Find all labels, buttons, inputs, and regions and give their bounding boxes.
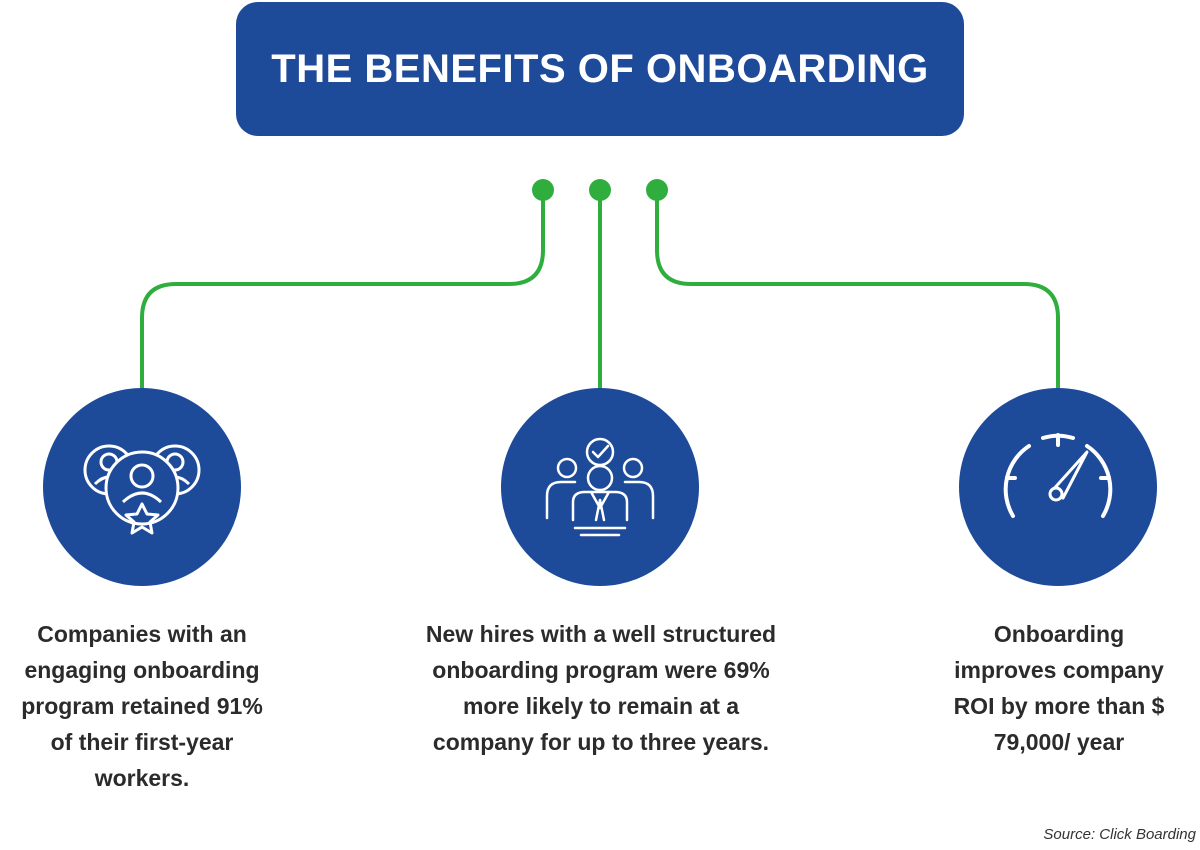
connector-dot-center — [589, 179, 611, 201]
benefit-circle-roi — [959, 388, 1157, 586]
connector-dot-right — [646, 179, 668, 201]
benefit-circle-tenure — [501, 388, 699, 586]
connector-dot-left — [532, 179, 554, 201]
team-star-icon — [83, 444, 201, 535]
connector-right — [655, 190, 1060, 390]
benefit-circle-retention — [43, 388, 241, 586]
speedometer-icon — [1003, 433, 1113, 518]
connector-left — [140, 190, 545, 390]
benefit-text-roi: Onboarding improves company ROI by more … — [953, 621, 1165, 755]
benefit-text-retention: Companies with an engaging onboarding pr… — [21, 621, 263, 791]
source-credit: Source: Click Boarding — [1043, 826, 1196, 843]
title-banner: THE BENEFITS OF ONBOARDING — [236, 2, 964, 136]
team-checkmark-icon — [545, 437, 655, 537]
page-title: THE BENEFITS OF ONBOARDING — [271, 46, 929, 91]
benefit-text-tenure: New hires with a well structured onboard… — [425, 621, 777, 755]
